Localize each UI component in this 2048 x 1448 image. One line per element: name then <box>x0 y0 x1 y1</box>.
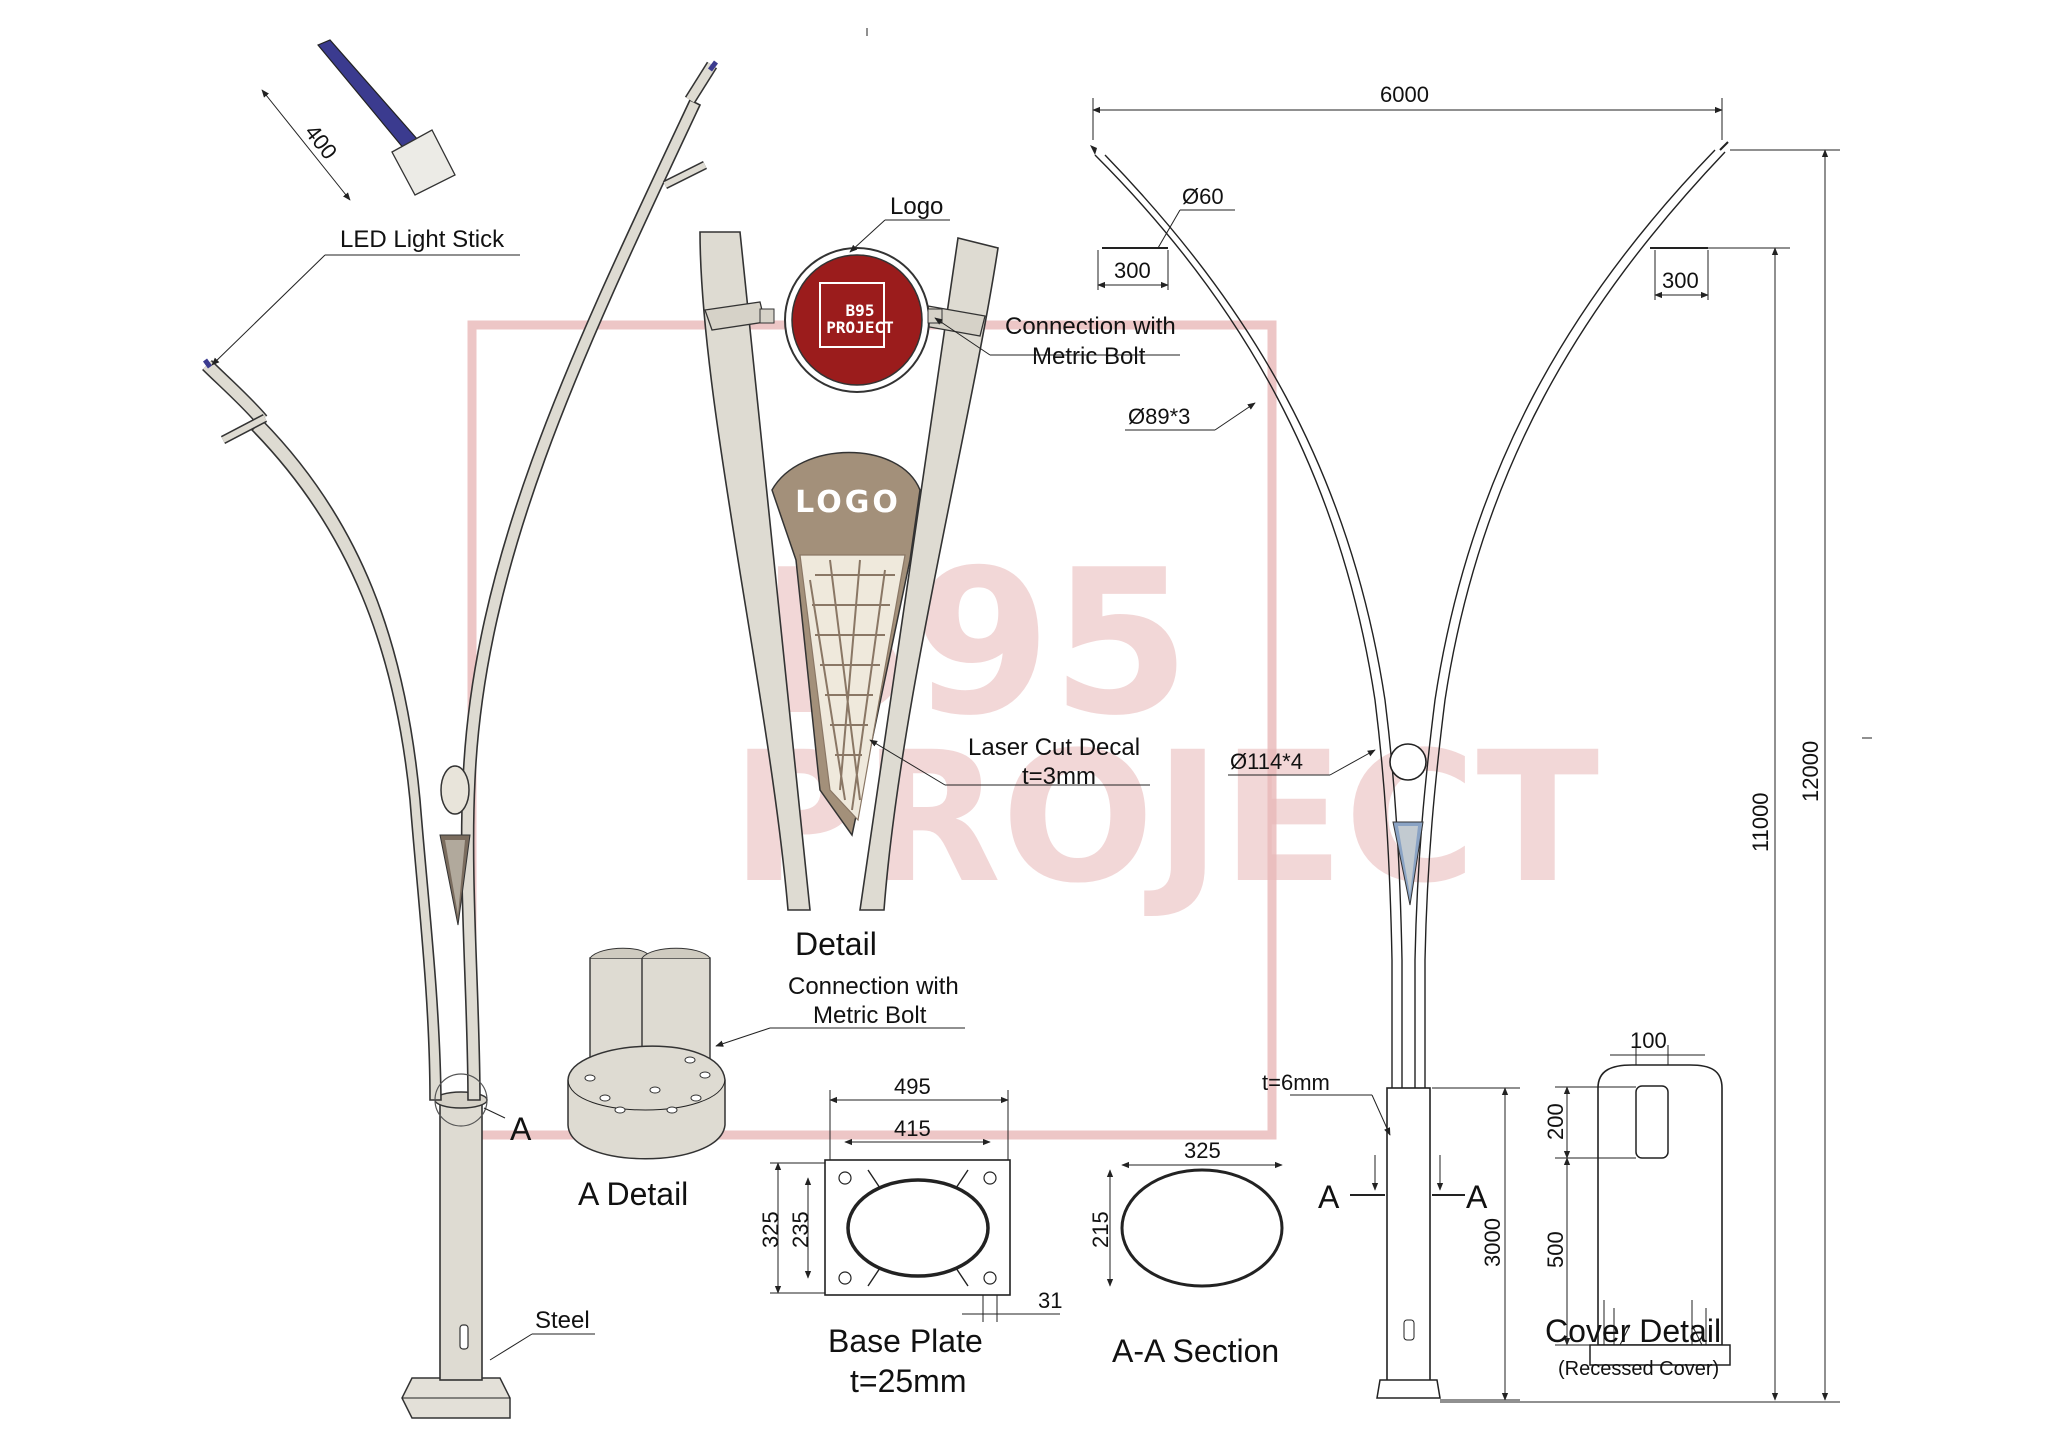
bp-31: 31 <box>1038 1288 1062 1313</box>
cover-200: 200 <box>1543 1103 1568 1140</box>
base-thickness: t=6mm <box>1262 1070 1330 1095</box>
aa-section-title: A-A Section <box>1112 1333 1279 1369</box>
cover-title: Cover Detail <box>1545 1313 1721 1349</box>
cover-outline <box>1597 1064 1723 1346</box>
laser-label-line2: t=3mm <box>1022 763 1096 790</box>
tip-len-right: 300 <box>1662 268 1699 293</box>
aa-section-view: 325 215 A-A Section <box>1088 1138 1284 1369</box>
a-detail-view: Connection with Metric Bolt A Detail <box>567 947 965 1212</box>
section-a-left: A <box>1318 1179 1340 1215</box>
elev-trunk <box>1386 1087 1431 1394</box>
detail-left-tube <box>699 231 811 911</box>
bp-415: 415 <box>894 1116 931 1141</box>
cover-100: 100 <box>1630 1028 1667 1053</box>
mid-dia: Ø114*4 <box>1230 749 1303 774</box>
badge-line1: B95 <box>846 301 875 320</box>
h-11000: 11000 <box>1748 792 1773 852</box>
base-plate-thickness: t=25mm <box>850 1363 966 1399</box>
bp-235: 235 <box>788 1211 813 1248</box>
base-plate-view: 495 415 325 235 31 Base Plate t=25mm <box>758 1074 1062 1399</box>
tip-len-left: 300 <box>1114 258 1151 283</box>
right-elevation-view: 6000 300 Ø60 300 Ø89*3 Ø114*4 t=6mm A A <box>866 28 1872 1403</box>
led-length-dim: 400 <box>300 120 342 164</box>
aa-325: 325 <box>1184 1138 1221 1163</box>
aa-215: 215 <box>1088 1211 1113 1248</box>
cover-500: 500 <box>1543 1231 1568 1268</box>
a-marker-left: A <box>510 1111 532 1147</box>
steel-callout: Steel <box>489 1307 595 1361</box>
left-pole-logo-ring <box>440 765 470 815</box>
detail-right-tube <box>859 237 999 911</box>
cover-detail-view: 100 200 500 Cover Detail (Recessed Cover… <box>1543 1028 1731 1380</box>
a-detail-flange <box>567 1045 726 1160</box>
plate-logo-text: LOGO <box>795 485 901 520</box>
h-12000: 12000 <box>1798 741 1823 802</box>
left-pole-3d-view: A <box>202 60 718 1419</box>
bp-495: 495 <box>894 1074 931 1099</box>
bp-325: 325 <box>758 1211 783 1248</box>
led-light-stick-label: LED Light Stick <box>340 226 505 253</box>
left-pole-access-door <box>459 1324 469 1350</box>
tip-dia: Ø60 <box>1182 184 1224 209</box>
a-detail-connection-line2: Metric Bolt <box>813 1002 927 1029</box>
steel-label: Steel <box>535 1307 590 1334</box>
a-detail-callout-circle <box>434 1073 488 1127</box>
a-detail-connection-line1: Connection with <box>788 973 959 1000</box>
led-stick-icon <box>317 39 419 151</box>
cover-recess <box>1635 1085 1669 1159</box>
connection-label-line1: Connection with <box>1005 313 1176 340</box>
arm-dia: Ø89*3 <box>1128 404 1190 429</box>
logo-label: Logo <box>890 193 943 220</box>
base-plate-title: Base Plate <box>828 1323 983 1359</box>
right-arm <box>460 98 702 1101</box>
detail-title: Detail <box>795 926 877 962</box>
a-detail-title: A Detail <box>578 1176 688 1212</box>
led-light-stick-detail: 400 LED Light Stick <box>211 39 520 366</box>
badge-line2: PROJECT <box>826 318 893 337</box>
elev-logo-ring <box>1389 743 1427 781</box>
center-detail-view: B95 PROJECT LOGO Logo Connection with Me… <box>699 193 1180 962</box>
connection-label-line2: Metric Bolt <box>1032 343 1146 370</box>
laser-label-line1: Laser Cut Decal <box>968 734 1140 761</box>
h-3000: 3000 <box>1480 1218 1505 1267</box>
cover-sub: (Recessed Cover) <box>1558 1358 1719 1380</box>
left-arm <box>250 418 442 1101</box>
aa-section-ellipse <box>1120 1168 1284 1288</box>
section-a-right: A <box>1466 1179 1488 1215</box>
span-dim: 6000 <box>1380 82 1429 107</box>
logo-badge <box>791 254 923 386</box>
